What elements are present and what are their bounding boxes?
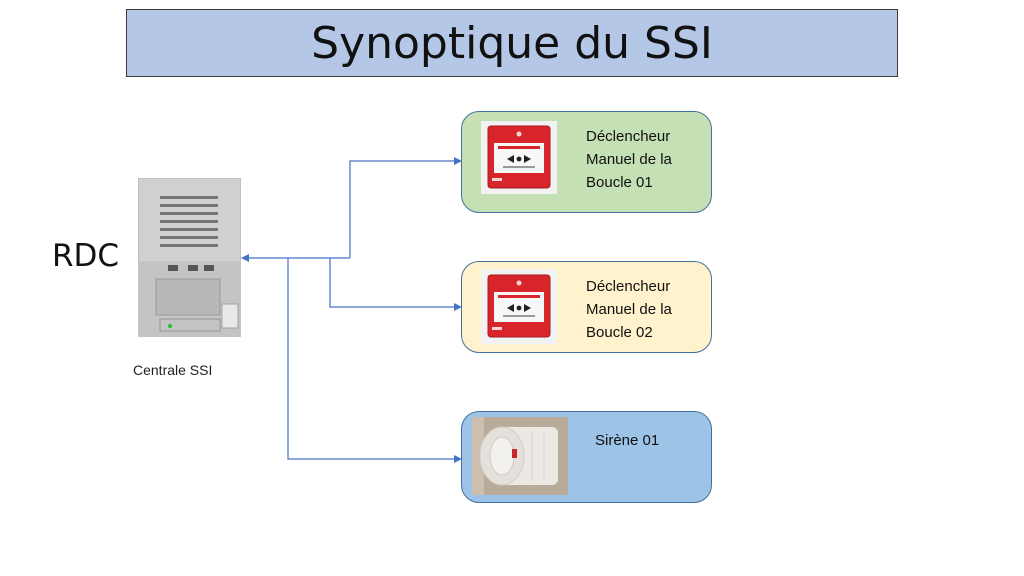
floor-label: RDC (52, 238, 120, 274)
central-caption: Centrale SSI (133, 362, 213, 378)
manual-call-point-icon (481, 269, 557, 344)
device-box-boucle-02: Déclencheur Manuel de la Boucle 02 (461, 261, 712, 353)
arrow-to-device-1 (454, 157, 462, 165)
title-box: Synoptique du SSI (126, 9, 898, 77)
device-label: Déclencheur Manuel de la Boucle 01 (586, 128, 672, 191)
siren-icon (472, 417, 568, 495)
connector-device-1 (349, 160, 456, 258)
connector-device-3 (287, 258, 456, 460)
arrow-to-central (241, 254, 249, 262)
page-title: Synoptique du SSI (311, 17, 713, 69)
device-box-boucle-01: Déclencheur Manuel de la Boucle 01 (461, 111, 712, 213)
connector-device-2 (329, 258, 456, 308)
device-label: Sirène 01 (595, 432, 660, 449)
device-box-sirene-01: Sirène 01 (461, 411, 712, 503)
device-label: Déclencheur Manuel de la Boucle 02 (586, 278, 672, 341)
arrow-to-device-2 (454, 303, 462, 311)
arrow-to-device-3 (454, 455, 462, 463)
manual-call-point-icon (481, 121, 557, 194)
fire-alarm-panel-icon (138, 178, 241, 337)
